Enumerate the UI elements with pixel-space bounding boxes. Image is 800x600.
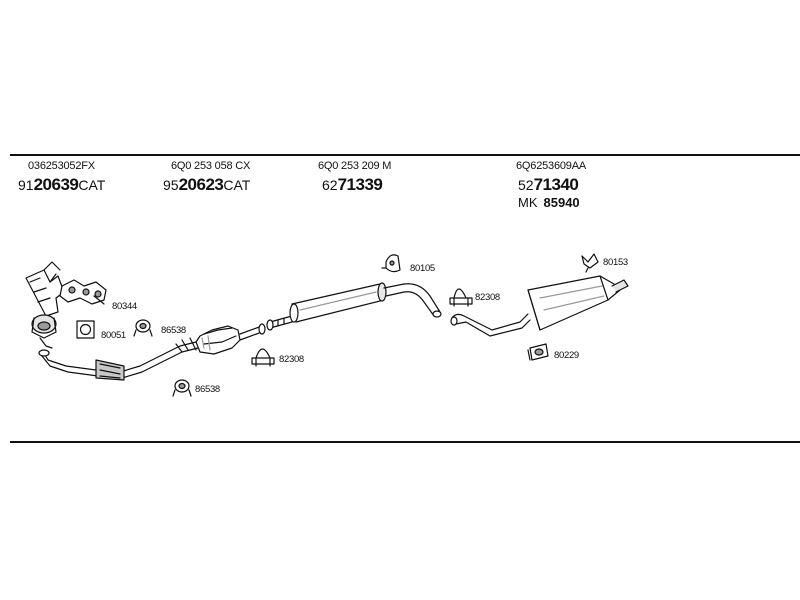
part-label-80153: 80153 xyxy=(603,257,628,268)
flange-gasket-icon xyxy=(76,320,95,339)
rear-silencer-icon xyxy=(450,275,629,337)
oe-code: 6Q0 253 209 M xyxy=(318,160,392,172)
u-clamp-icon xyxy=(449,288,473,307)
header-middle-silencer: 6Q0 253 209 M 6271339 xyxy=(318,160,391,195)
gasket-icon xyxy=(59,279,107,305)
front-pipe-icon xyxy=(38,337,199,381)
u-clamp-icon xyxy=(251,348,275,367)
manifold-icon xyxy=(25,261,65,349)
middle-silencer-icon xyxy=(266,282,442,331)
catalytic-converter-icon xyxy=(195,323,266,355)
part-number: 9120639CAT xyxy=(18,175,106,194)
part-label-82308: 82308 xyxy=(475,292,500,303)
clamp-icon xyxy=(172,379,192,397)
part-label-80105: 80105 xyxy=(410,263,435,274)
oe-code: 6Q6253609AA xyxy=(516,160,586,172)
part-label-80051: 80051 xyxy=(101,330,126,341)
oe-code: 6Q0 253 058 CX xyxy=(171,160,251,172)
part-label-82308: 82308 xyxy=(279,354,304,365)
rubber-hanger-icon xyxy=(381,254,401,273)
header-catalytic-1: 036253052FX 9120639CAT xyxy=(18,160,105,195)
rubber-mount-icon xyxy=(527,343,549,361)
top-divider xyxy=(10,154,800,156)
part-label-86538: 86538 xyxy=(161,325,186,336)
part-number: 5271340 xyxy=(518,175,579,194)
clamp-icon xyxy=(133,319,153,337)
part-label-80344: 80344 xyxy=(112,301,137,312)
part-label-80229: 80229 xyxy=(554,350,579,361)
bottom-divider xyxy=(10,441,800,443)
hanger-bracket-icon xyxy=(581,253,599,273)
part-label-86538: 86538 xyxy=(195,384,220,395)
part-number: 6271339 xyxy=(322,175,383,194)
oe-code: 036253052FX xyxy=(28,160,95,172)
part-number: 9520623CAT xyxy=(163,175,251,194)
header-catalytic-2: 6Q0 253 058 CX 9520623CAT xyxy=(163,160,251,195)
